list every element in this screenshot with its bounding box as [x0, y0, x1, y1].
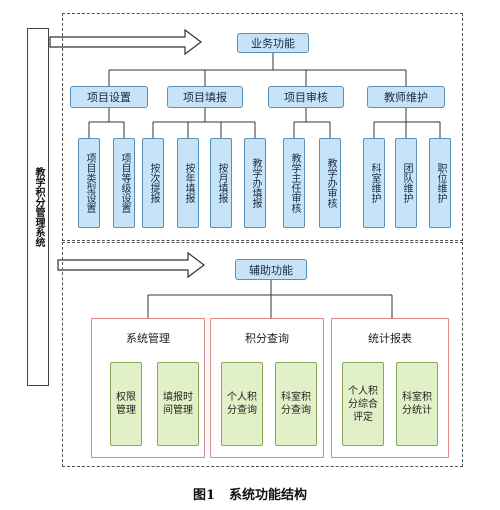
leaf-item: 个人积分查询	[221, 362, 263, 446]
figure-caption: 图1 系统功能结构	[0, 484, 500, 503]
leaf-item: 个人积分综合评定	[342, 362, 384, 446]
leaf-item: 按月填报	[210, 138, 232, 228]
leaf-item: 教学主任审核	[283, 138, 305, 228]
system-name-box: 教学积分管理系统	[27, 28, 49, 386]
leaf-item: 职位维护	[429, 138, 451, 228]
leaf-item: 科室积分查询	[275, 362, 317, 446]
leaf-item: 科室维护	[363, 138, 385, 228]
group-box-project-settings: 项目设置	[70, 86, 148, 108]
group-label: 项目设置	[87, 91, 131, 104]
business-region	[62, 13, 463, 241]
group-box-project-review: 项目审核	[268, 86, 344, 108]
figure-number: 图1	[192, 488, 216, 503]
leaf-item: 教学办填报	[244, 138, 266, 228]
group-box-teacher-maintenance: 教师维护	[367, 86, 445, 108]
group-box-project-filing: 项目填报	[167, 86, 243, 108]
group-label: 统计报表	[368, 332, 412, 345]
leaf-item: 权限管理	[110, 362, 142, 446]
system-name-label: 教学积分管理系统	[33, 167, 44, 247]
figure-title: 系统功能结构	[229, 488, 308, 503]
auxiliary-title-box: 辅助功能	[235, 259, 307, 280]
leaf-item: 项目类型设置	[78, 138, 100, 228]
group-label: 教师维护	[384, 91, 428, 104]
leaf-item: 按次提报	[142, 138, 164, 228]
group-label: 系统管理	[126, 332, 170, 345]
group-label: 项目审核	[284, 91, 328, 104]
auxiliary-region	[62, 242, 463, 467]
auxiliary-title: 辅助功能	[249, 263, 293, 277]
group-label: 项目填报	[183, 91, 227, 104]
leaf-item: 团队维护	[395, 138, 417, 228]
group-label: 积分查询	[245, 332, 289, 345]
business-title-box: 业务功能	[237, 33, 309, 53]
leaf-item: 按年填报	[177, 138, 199, 228]
leaf-item: 项目等级设置	[113, 138, 135, 228]
leaf-item: 科室积分统计	[396, 362, 438, 446]
business-title: 业务功能	[251, 37, 295, 50]
leaf-item: 填报时间管理	[157, 362, 199, 446]
leaf-item: 教学办审核	[319, 138, 341, 228]
